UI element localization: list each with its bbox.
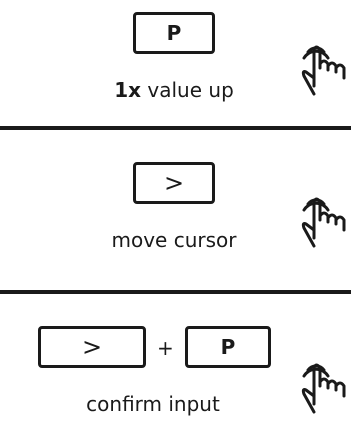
press-hand-icon: [301, 45, 346, 96]
section-divider: [0, 290, 351, 294]
p-key[interactable]: P: [133, 12, 215, 54]
right-arrow-key-label: >: [163, 169, 185, 197]
p-key[interactable]: P: [185, 326, 271, 368]
value-up-text: value up: [141, 78, 234, 102]
key-combination-plus: +: [157, 336, 174, 360]
press-hand-icon: [301, 197, 346, 248]
move-cursor-caption: move cursor: [111, 228, 237, 252]
p-key-label: P: [220, 335, 236, 359]
right-arrow-key[interactable]: >: [133, 162, 215, 204]
right-arrow-key[interactable]: >: [38, 326, 146, 368]
right-arrow-key-label: >: [81, 333, 103, 361]
press-count: 1x: [114, 78, 142, 102]
p-key-label: P: [166, 21, 182, 45]
value-up-caption: 1x value up: [82, 80, 266, 100]
press-hand-icon: [301, 363, 346, 414]
confirm-input-caption: confirm input: [86, 392, 220, 416]
section-divider: [0, 126, 351, 130]
